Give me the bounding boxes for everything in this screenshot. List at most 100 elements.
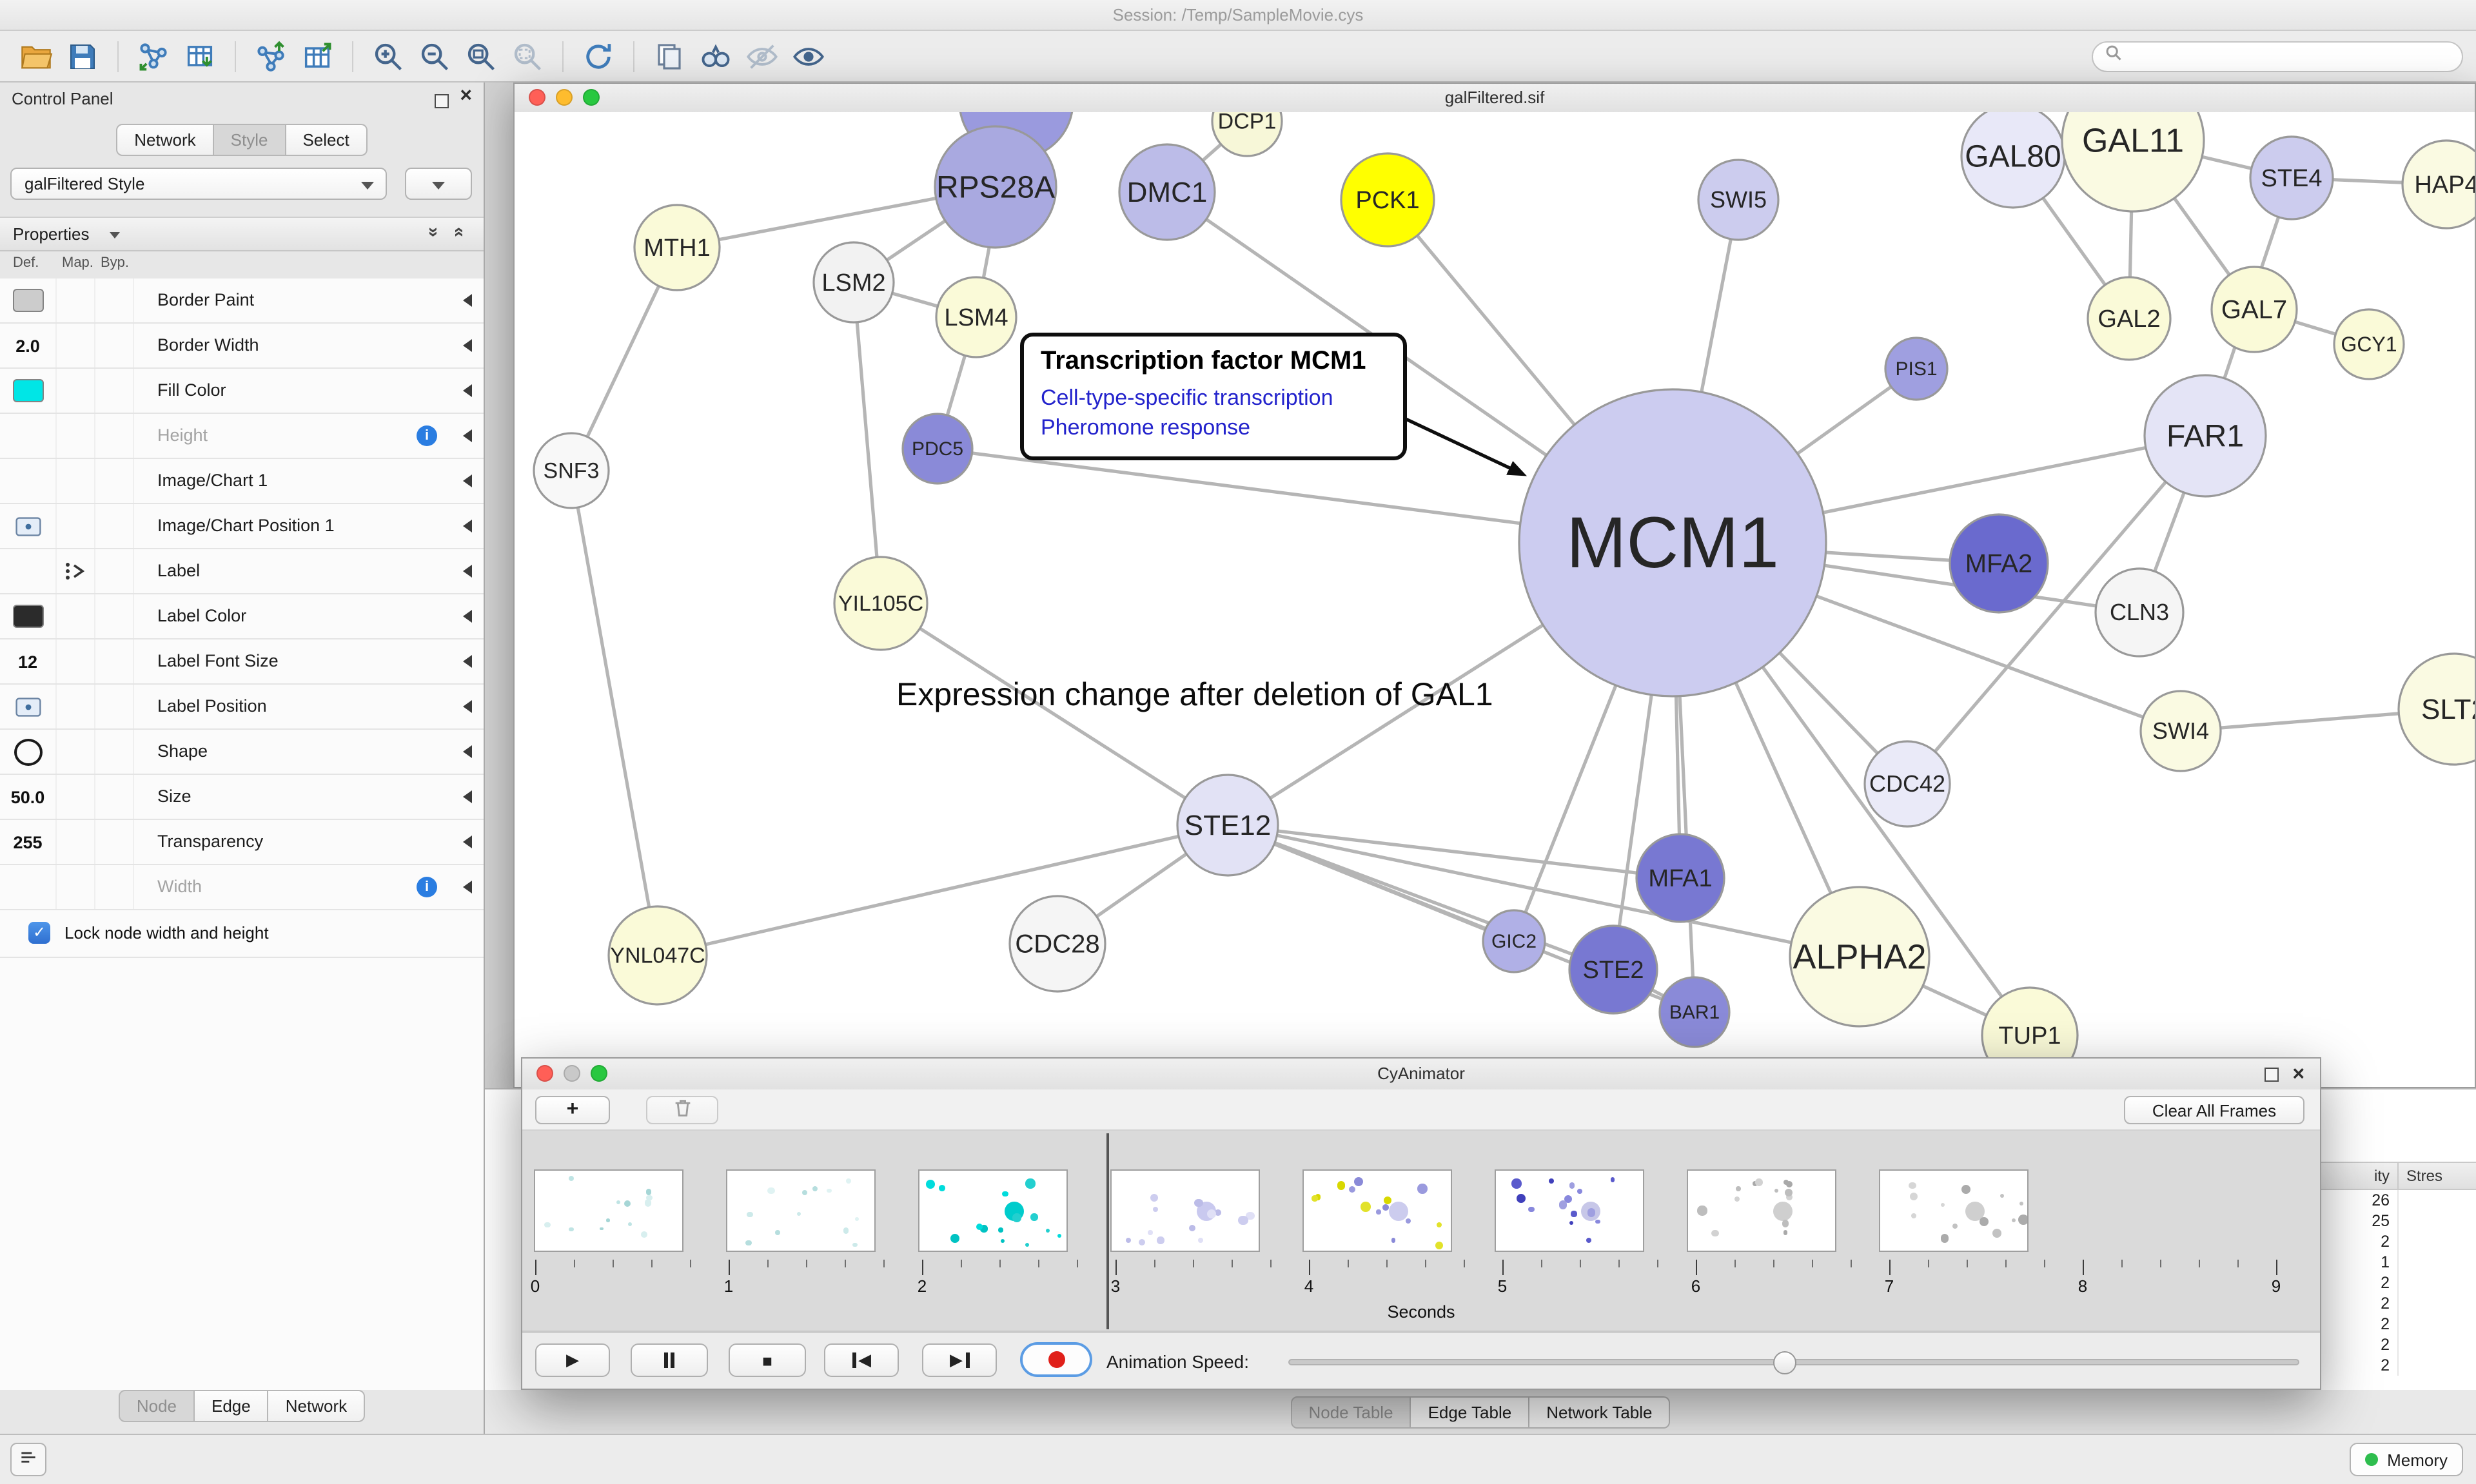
node-lsm2[interactable]: LSM2 xyxy=(812,241,895,324)
network-window-titlebar[interactable]: galFiltered.sif xyxy=(515,84,2475,113)
expand-arrow-icon[interactable] xyxy=(463,339,472,352)
node-circle[interactable] xyxy=(1658,976,1731,1048)
close-panel-icon[interactable] xyxy=(460,85,472,108)
frame-thumbnail-2[interactable] xyxy=(726,1169,876,1252)
node-circle[interactable] xyxy=(2397,652,2475,766)
bypass-cell[interactable] xyxy=(95,730,134,774)
expand-arrow-icon[interactable] xyxy=(463,881,472,893)
mapping-cell[interactable] xyxy=(57,549,95,593)
animation-speed-slider[interactable] xyxy=(1288,1351,2299,1374)
node-dcp1[interactable]: DCP1 xyxy=(1211,112,1283,157)
node-slt2[interactable]: SLT2 xyxy=(2397,652,2475,766)
default-value-cell[interactable] xyxy=(0,459,57,503)
info-icon[interactable] xyxy=(417,877,437,897)
node-circle[interactable] xyxy=(2143,374,2267,498)
node-circle[interactable] xyxy=(2333,308,2405,380)
zoom-window-icon[interactable] xyxy=(591,1065,607,1082)
expand-arrow-icon[interactable] xyxy=(463,610,472,623)
collapse-all-icon[interactable] xyxy=(424,227,445,237)
transport-stop-button[interactable]: ■ xyxy=(729,1343,806,1377)
node-circle[interactable] xyxy=(2087,276,2172,361)
node-circle[interactable] xyxy=(1008,895,1106,993)
slider-thumb[interactable] xyxy=(1773,1351,1797,1374)
expand-arrow-icon[interactable] xyxy=(463,474,472,487)
mapping-cell[interactable] xyxy=(57,414,95,458)
tab-node-table[interactable]: Node Table xyxy=(1290,1396,1411,1428)
property-row-label[interactable]: Label xyxy=(0,549,484,594)
bypass-cell[interactable] xyxy=(95,775,134,819)
transport-record-button[interactable] xyxy=(1020,1342,1092,1377)
mapping-cell[interactable] xyxy=(57,594,95,638)
zoom-selected-icon-button[interactable] xyxy=(507,35,548,77)
bypass-cell[interactable] xyxy=(95,504,134,548)
node-circle[interactable] xyxy=(934,125,1057,249)
mapping-cell[interactable] xyxy=(57,504,95,548)
node-gal7[interactable]: GAL7 xyxy=(2210,266,2298,353)
edge-ste12-ynl047c[interactable] xyxy=(657,823,1228,957)
frame-thumbnail-8[interactable] xyxy=(1879,1169,2029,1252)
bypass-cell[interactable] xyxy=(95,549,134,593)
default-value-cell[interactable] xyxy=(0,685,57,728)
node-yil105c[interactable]: YIL105C xyxy=(833,556,928,651)
table-row[interactable]: 2 xyxy=(2306,1355,2476,1376)
node-circle[interactable] xyxy=(2061,112,2205,213)
node-pis1[interactable]: PIS1 xyxy=(1884,337,1949,401)
memory-button[interactable]: Memory xyxy=(2350,1443,2463,1476)
style-options-button[interactable] xyxy=(405,168,472,200)
edge-ste12-alpha2[interactable] xyxy=(1227,823,1860,959)
edge-ste12-mfa1[interactable] xyxy=(1227,823,1681,880)
frame-thumbnail-7[interactable] xyxy=(1687,1169,1836,1252)
table-row[interactable]: 25 xyxy=(2306,1211,2476,1231)
node-circle[interactable] xyxy=(1863,740,1951,828)
node-ste4[interactable]: STE4 xyxy=(2249,135,2334,220)
tab-network[interactable]: Network xyxy=(116,124,214,156)
property-row-label-color[interactable]: Label Color xyxy=(0,594,484,639)
bypass-cell[interactable] xyxy=(95,278,134,322)
expand-arrow-icon[interactable] xyxy=(463,835,472,848)
properties-header[interactable]: Properties xyxy=(0,217,484,251)
table-row[interactable]: 2 xyxy=(2306,1314,2476,1334)
hide-selected-icon-button[interactable] xyxy=(742,35,783,77)
bypass-cell[interactable] xyxy=(95,369,134,413)
tab-edge-table[interactable]: Edge Table xyxy=(1411,1396,1530,1428)
node-circle[interactable] xyxy=(1789,886,1931,1028)
node-circle[interactable] xyxy=(1118,143,1216,241)
minimize-window-icon[interactable] xyxy=(556,89,573,106)
export-network-icon-button[interactable] xyxy=(250,35,291,77)
float-window-icon[interactable] xyxy=(435,94,449,108)
node-dmc1[interactable]: DMC1 xyxy=(1118,143,1216,241)
mapping-cell[interactable] xyxy=(57,459,95,503)
timeline-playhead[interactable] xyxy=(1106,1133,1108,1329)
table-row[interactable]: 26 xyxy=(2306,1190,2476,1211)
lock-size-row[interactable]: Lock node width and height xyxy=(0,910,484,958)
edge-ste12-yil105c[interactable] xyxy=(879,601,1229,827)
default-value-cell[interactable]: 255 xyxy=(0,820,57,864)
float-window-icon[interactable] xyxy=(2265,1068,2279,1082)
node-gal11[interactable]: GAL11 xyxy=(2061,112,2205,213)
node-gcy1[interactable]: GCY1 xyxy=(2333,308,2405,380)
node-cln3[interactable]: CLN3 xyxy=(2094,567,2185,658)
node-rps28a[interactable]: RPS28A xyxy=(934,125,1057,249)
node-swi4[interactable]: SWI4 xyxy=(2139,690,2222,772)
node-circle[interactable] xyxy=(1176,774,1279,877)
bypass-cell[interactable] xyxy=(95,594,134,638)
node-circle[interactable] xyxy=(2249,135,2334,220)
bypass-cell[interactable] xyxy=(95,685,134,728)
current-style-select[interactable]: galFiltered Style xyxy=(10,168,387,200)
node-pck1[interactable]: PCK1 xyxy=(1340,152,1435,248)
node-circle[interactable] xyxy=(1635,833,1725,923)
show-all-icon-button[interactable] xyxy=(788,35,829,77)
default-value-cell[interactable] xyxy=(0,865,57,909)
bypass-cell[interactable] xyxy=(95,459,134,503)
node-circle[interactable] xyxy=(1884,337,1949,401)
checkbox-checked-icon[interactable] xyxy=(28,922,50,944)
transport-pause-button[interactable] xyxy=(631,1343,708,1377)
zoom-out-icon-button[interactable] xyxy=(414,35,455,77)
node-circle[interactable] xyxy=(607,905,708,1006)
tab-node[interactable]: Node xyxy=(118,1390,195,1422)
tab-network-table[interactable]: Network Table xyxy=(1529,1396,1671,1428)
frame-thumbnail-6[interactable] xyxy=(1495,1169,1644,1252)
